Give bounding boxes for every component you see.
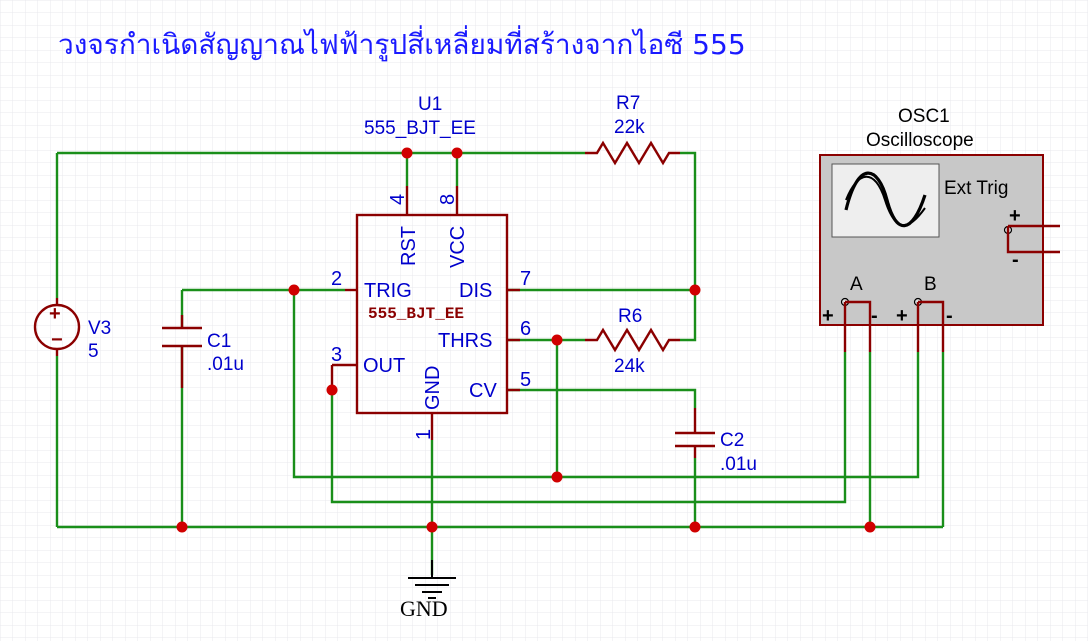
pin-thrs-num: 6 [520, 318, 531, 340]
pin-trig-name: TRIG [364, 280, 412, 302]
osc-ext-trig: Ext Trig [944, 178, 1008, 199]
pin-cv-num: 5 [520, 369, 531, 391]
capacitor-c2[interactable]: C2 .01u [675, 408, 757, 475]
ic-555[interactable]: U1 555_BJT_EE 555_BJT_EE RST VCC TRIG DI… [330, 94, 531, 440]
junction-dot [326, 384, 338, 396]
osc-ch-a-minus: - [871, 305, 878, 327]
pin-trig-num: 2 [331, 268, 342, 290]
v3-value: 5 [88, 341, 99, 362]
resistor-r7[interactable]: R7 22k [585, 93, 680, 166]
u1-model: 555_BJT_EE [364, 118, 476, 139]
pin-vcc-name: VCC [447, 226, 469, 268]
junction-dot [288, 284, 300, 296]
pin-gnd-num: 1 [413, 429, 435, 440]
osc-ext-plus: + [1009, 205, 1021, 227]
osc-ch-b-minus: - [946, 305, 953, 327]
pin-rst-num: 4 [387, 194, 409, 205]
pin-vcc-num: 8 [437, 194, 459, 205]
oscilloscope-osc1[interactable]: OSC1 Oscilloscope Ext Trig + - A B + - +… [819, 106, 1060, 352]
resistor-r6[interactable]: R6 24k [585, 306, 680, 377]
pin-rst-name: RST [398, 226, 420, 266]
junction-dot [426, 521, 438, 533]
junction-dot [401, 147, 413, 159]
pin-dis-name: DIS [459, 280, 492, 302]
c1-value: .01u [207, 354, 244, 375]
osc-ch-b-plus: + [896, 305, 908, 327]
junction-dot [864, 521, 876, 533]
v3-ref: V3 [88, 318, 111, 339]
junction-dot [689, 284, 701, 296]
voltage-source-v3[interactable]: + − V3 5 [33, 298, 111, 362]
osc-ch-a-label: A [850, 274, 863, 295]
ground-label: GND [400, 596, 448, 621]
junction-dot [551, 471, 563, 483]
capacitor-c1[interactable]: C1 .01u [162, 315, 244, 388]
osc-ch-a-plus: + [822, 305, 834, 327]
r7-value: 22k [614, 117, 645, 138]
ground-symbol: GND [400, 560, 456, 621]
v3-minus-sign: − [51, 329, 63, 351]
osc-type: Oscilloscope [866, 130, 974, 151]
osc-ch-b-label: B [924, 274, 937, 295]
pin-thrs-name: THRS [438, 330, 492, 352]
c2-ref: C2 [720, 430, 744, 451]
osc-waveform-icon-2 [845, 175, 926, 227]
junction-dot [176, 521, 188, 533]
r6-ref: R6 [618, 306, 642, 327]
c1-ref: C1 [207, 331, 231, 352]
r6-value: 24k [614, 356, 645, 377]
c2-value: .01u [720, 454, 757, 475]
pin-out-num: 3 [331, 344, 342, 366]
pin-out-name: OUT [363, 355, 405, 377]
junctions [176, 147, 876, 533]
junction-dot [451, 147, 463, 159]
page-title: วงจรกำเนิดสัญญาณไฟฟ้ารูปสี่เหลี่ยมที่สร้… [58, 25, 746, 62]
junction-dot [689, 521, 701, 533]
pin-cv-name: CV [469, 380, 497, 402]
osc-ext-minus: - [1012, 249, 1019, 271]
u1-ref: U1 [418, 94, 442, 115]
ic-body-label: 555_BJT_EE [368, 305, 464, 323]
r7-ref: R7 [616, 93, 640, 114]
osc-ref: OSC1 [898, 106, 950, 127]
junction-dot [551, 334, 563, 346]
v3-plus-sign: + [49, 303, 61, 325]
pin-dis-num: 7 [520, 268, 531, 290]
pin-gnd-name: GND [422, 366, 444, 410]
